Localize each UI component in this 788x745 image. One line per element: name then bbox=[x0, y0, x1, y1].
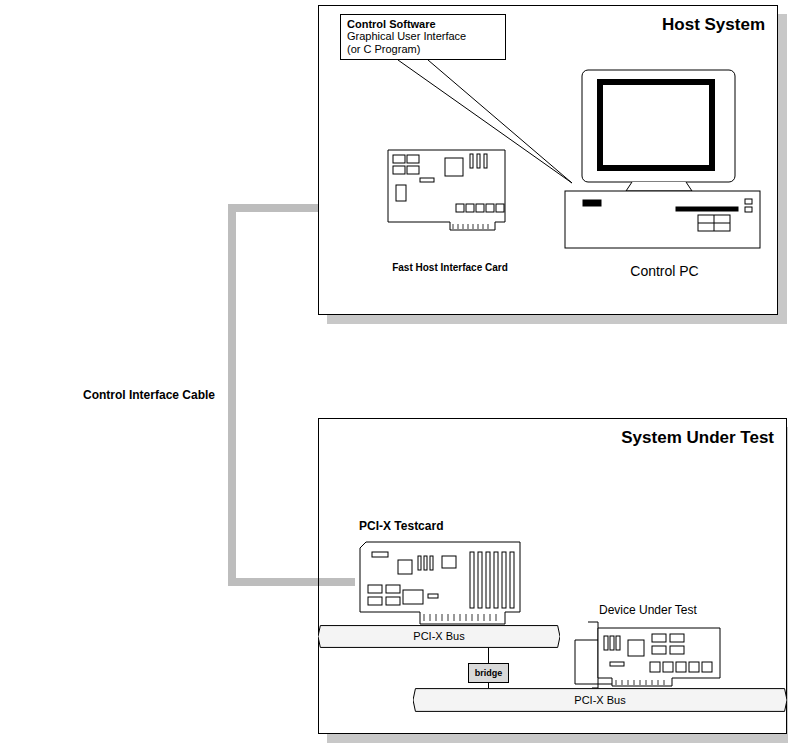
bus-band: PCI-X Bus bbox=[413, 688, 787, 712]
system-panel: System Under TestPCI-X TestcardPCI-X Bus… bbox=[318, 418, 787, 734]
bus-link bbox=[488, 648, 489, 663]
node-label: PCI-X Bus bbox=[413, 688, 787, 712]
callout-box: Control SoftwareGraphical User Interface… bbox=[340, 14, 506, 60]
node-label: System Under Test bbox=[621, 428, 774, 448]
node-label: bridge bbox=[469, 664, 508, 682]
system-panel: Host System Control SoftwareGraphical Use… bbox=[318, 5, 778, 315]
node-label: PCI-X Bus bbox=[318, 625, 560, 648]
node-body: Graphical User Interface (or C Program) bbox=[347, 30, 475, 56]
cable bbox=[232, 208, 355, 582]
pc-drawing bbox=[565, 70, 760, 248]
cable-label: Control Interface Cable bbox=[80, 387, 218, 403]
node-label: Control Software bbox=[347, 18, 499, 30]
callout-leader bbox=[398, 60, 572, 183]
node-label: Fast Host Interface Card bbox=[378, 262, 522, 273]
node-label: Device Under Test bbox=[599, 603, 697, 617]
bridge-box: bridge bbox=[468, 663, 509, 683]
node-label: PCI-X Testcard bbox=[359, 519, 443, 533]
bus-band: PCI-X Bus bbox=[318, 625, 560, 648]
node-label: Host System bbox=[662, 15, 765, 35]
bus-link bbox=[488, 683, 489, 688]
control-pc: Control PC bbox=[560, 65, 769, 279]
node-label: Control PC bbox=[560, 263, 769, 279]
interface-card: Fast Host Interface Card bbox=[378, 145, 522, 273]
interface-card-drawing bbox=[388, 150, 505, 230]
testcard-drawing bbox=[360, 542, 520, 624]
device-under-test: Device Under Test bbox=[555, 603, 725, 687]
device-card-drawing bbox=[575, 622, 720, 688]
testcard: PCI-X Testcard bbox=[355, 515, 525, 625]
